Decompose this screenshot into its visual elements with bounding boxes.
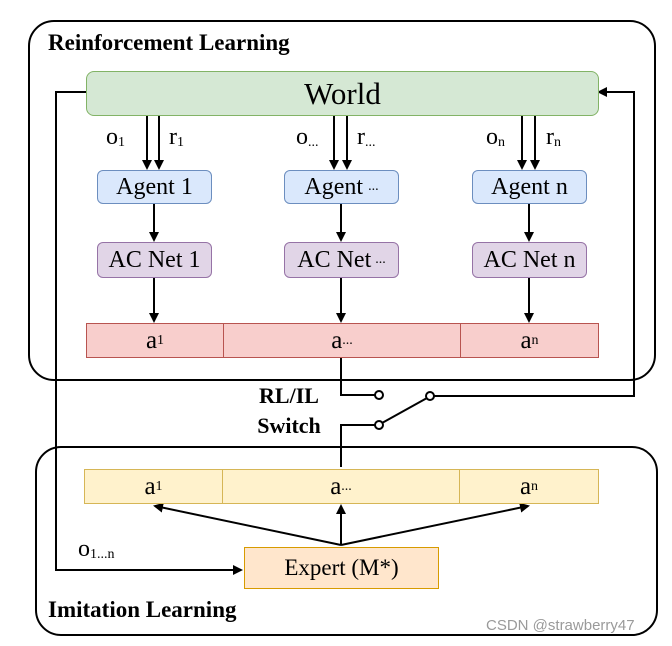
agent-n-box: Agent n — [472, 170, 587, 204]
rl-il-switch-label: RL/IL Switch — [236, 381, 342, 441]
switch-pivot — [425, 391, 435, 401]
rl-action-to-switch — [340, 358, 376, 396]
watermark-text: CSDN @strawberry47 — [486, 617, 635, 634]
switch-blade — [381, 397, 428, 424]
reward-label-mid: r... — [357, 124, 376, 150]
reward-label-n: rn — [546, 124, 561, 150]
imitation-learning-group — [35, 446, 658, 636]
arrow-expert-an — [340, 502, 530, 546]
imitation-learning-title: Imitation Learning — [48, 597, 237, 622]
world-box: World — [86, 71, 599, 116]
switch-terminal-il — [374, 420, 384, 430]
world-to-expert-line — [55, 91, 243, 575]
obs-label-1: o1 — [106, 124, 125, 150]
obs-label-expert: o1...n — [78, 536, 115, 562]
switch-label-line1: RL/IL — [259, 383, 319, 408]
obs-label-mid: o... — [296, 124, 319, 150]
reinforcement-learning-title: Reinforcement Learning — [48, 30, 290, 55]
acnet-mid-box: AC Net... — [284, 242, 399, 278]
reward-label-1: r1 — [169, 124, 184, 150]
switch-label-line2: Switch — [257, 413, 321, 438]
agent-mid-box: Agent... — [284, 170, 399, 204]
switch-to-world-line — [434, 87, 635, 397]
acnet-1-box: AC Net 1 — [97, 242, 212, 278]
il-action-mid: a... — [222, 469, 460, 504]
acnet-n-box: AC Net n — [472, 242, 587, 278]
expert-box: Expert (M*) — [244, 547, 439, 589]
arrow-expert-a1 — [153, 502, 342, 546]
il-action-to-switch — [340, 424, 376, 467]
obs-label-n: on — [486, 124, 505, 150]
rl-action-mid: a... — [223, 323, 461, 358]
switch-terminal-rl — [374, 390, 384, 400]
agent-1-box: Agent 1 — [97, 170, 212, 204]
